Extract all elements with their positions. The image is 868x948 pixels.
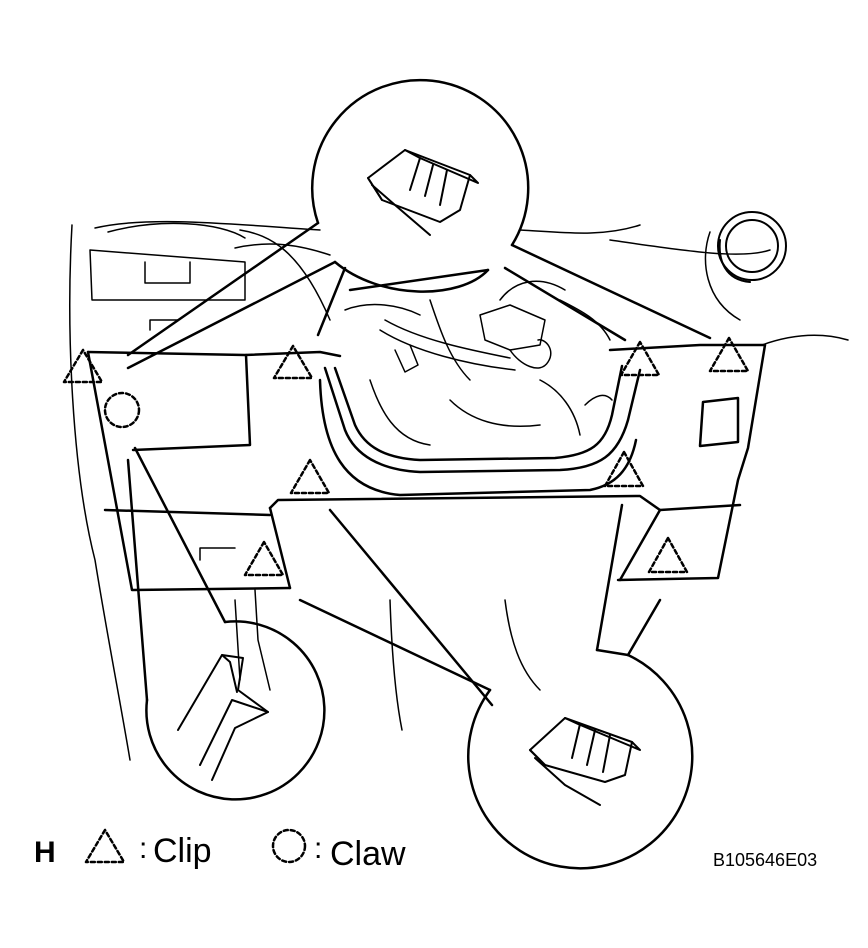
clip-marker (62, 348, 104, 384)
claw-marker (103, 391, 141, 429)
top-detail-circle (310, 78, 530, 293)
bottom-detail-circle (467, 648, 694, 870)
clip-marker (708, 336, 750, 373)
bottom-clip-detail (529, 717, 641, 806)
top-clip-detail (367, 149, 479, 236)
claw-label: Claw (330, 835, 406, 873)
clip-marker (272, 344, 314, 380)
clip-label: Clip (153, 832, 212, 870)
legend-claw-symbol (271, 828, 307, 864)
clip-marker (243, 540, 285, 577)
clip-marker (603, 450, 645, 488)
clip-separator: : (139, 832, 147, 865)
dashboard-outline (69, 220, 849, 761)
figure-code: B105646E03 (713, 850, 817, 870)
left-detail-circle (145, 620, 326, 801)
clip-marker (619, 340, 661, 377)
clip-marker (289, 458, 331, 495)
internal-wiring (344, 280, 613, 446)
claw-separator: : (314, 832, 322, 865)
view-letter: H (34, 836, 56, 869)
clip-markers (62, 336, 750, 577)
center-opening (318, 364, 642, 497)
callout-lines (126, 221, 712, 707)
knob (717, 211, 787, 283)
clip-marker (647, 536, 689, 574)
legend-clip-symbol (84, 828, 126, 864)
claw-detail (177, 654, 269, 781)
